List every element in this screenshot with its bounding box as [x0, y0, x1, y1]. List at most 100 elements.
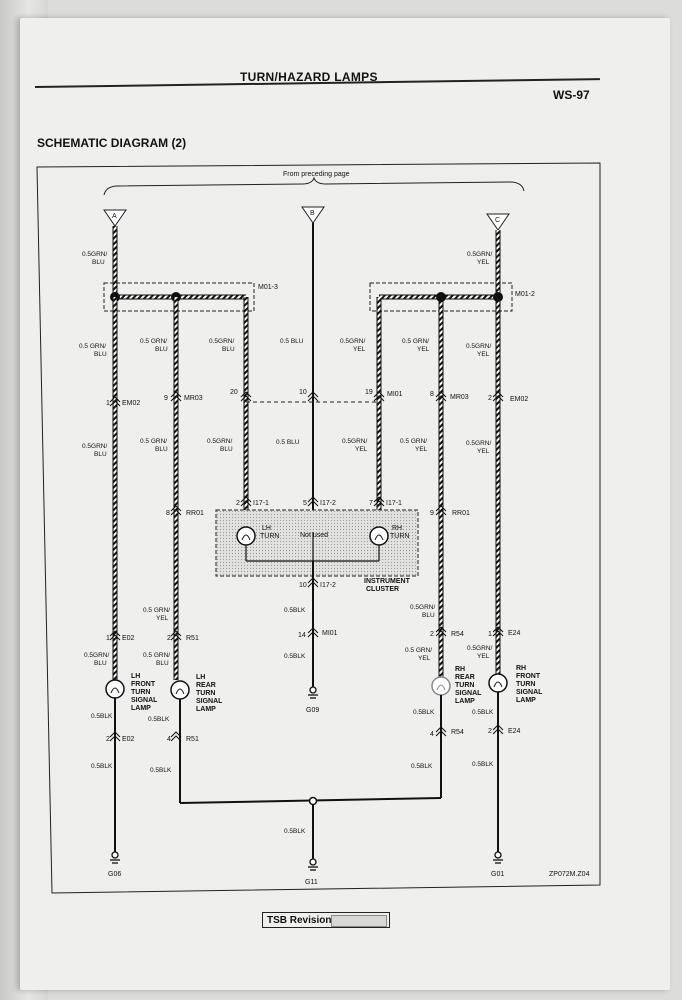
wire-color-label: YEL	[156, 615, 169, 622]
connector-b-label: B	[310, 210, 315, 217]
rh-turn-label: TURN	[390, 533, 409, 540]
lh-front-turn-lamp	[105, 679, 125, 699]
pin-number: 10	[299, 389, 307, 396]
wire-color-label: BLU	[94, 351, 107, 358]
wire-color-label: 0.5BLK	[284, 607, 306, 614]
tsb-revision-field	[331, 915, 387, 927]
connector-id: RR01	[186, 510, 204, 517]
pin-number: 2	[236, 500, 240, 507]
pin-number: 14	[298, 632, 306, 639]
wire-color-label: 0.5BLK	[91, 763, 113, 770]
rh-front-lamp-label: SIGNAL	[516, 689, 543, 696]
ground-splice-node	[308, 796, 318, 806]
page-header-title: TURN/HAZARD LAMPS	[240, 70, 378, 84]
lh-rear-lamp-label: LH	[196, 674, 205, 681]
wire-color-label: 0.5GRN/	[467, 251, 492, 258]
pin-number: 8	[166, 510, 170, 517]
wire-color-label: 0.5BLK	[148, 716, 170, 723]
manual-page	[20, 18, 670, 990]
splice-m01-3-box	[103, 282, 255, 312]
rh-rear-lamp-label: RH	[455, 666, 465, 673]
wire-color-label: YEL	[417, 346, 430, 353]
connector-id: R51	[186, 736, 199, 743]
rh-turn-label: RH	[392, 525, 402, 532]
rh-rear-lamp-label: LAMP	[455, 698, 475, 705]
rh-front-lamp-label: LAMP	[516, 697, 536, 704]
pin-number: 4	[167, 736, 171, 743]
preceding-page-brace	[103, 176, 525, 196]
wire-color-label: 0.5BLK	[150, 767, 172, 774]
ground-label: G09	[306, 707, 319, 714]
rh-rear-lamp-label: SIGNAL	[455, 690, 482, 697]
ground-label: G06	[108, 871, 121, 878]
pin-number: 8	[430, 391, 434, 398]
rh-turn-indicator-lamp	[369, 526, 389, 546]
lh-front-lamp-label: FRONT	[131, 681, 156, 688]
connector-b	[301, 206, 325, 224]
connector-id: R54	[451, 631, 464, 638]
wire-color-label: YEL	[477, 448, 490, 455]
wire-color-label: 0.5BLK	[472, 709, 494, 716]
pin-number: 1	[106, 635, 110, 642]
lh-rear-lamp-label: SIGNAL	[196, 698, 223, 705]
wire-color-label: BLU	[92, 259, 105, 266]
wire-color-label: 0.5GRN/	[82, 251, 107, 258]
rh-front-turn-lamp	[488, 673, 508, 693]
wire-color-label: YEL	[477, 259, 490, 266]
ground-label: G01	[491, 871, 504, 878]
pin-number: 2	[488, 395, 492, 402]
wire-color-label: 0.5 GRN/	[143, 607, 170, 614]
wire-color-label: 0.5 BLU	[280, 338, 304, 345]
page-number: WS-97	[553, 88, 590, 102]
wire-color-label: 0.5 GRN/	[140, 438, 167, 445]
lh-turn-label: TURN	[260, 533, 279, 540]
rh-front-lamp-label: FRONT	[516, 673, 541, 680]
connector-a-label: A	[112, 213, 117, 220]
pin-number: 2	[488, 728, 492, 735]
connector-id: I17-2	[320, 500, 336, 507]
rh-front-lamp-label: TURN	[516, 681, 535, 688]
connector-id: EM02	[510, 396, 528, 403]
tsb-revision-label: TSB Revision :	[267, 915, 338, 926]
pin-number: 2	[106, 736, 110, 743]
lh-turn-indicator-lamp	[236, 526, 256, 546]
wire-color-label: 0.5BLK	[284, 828, 306, 835]
pin-number: 2	[167, 635, 171, 642]
lh-front-lamp-label: LH	[131, 673, 140, 680]
pin-number: 10	[299, 582, 307, 589]
splice-m01-3-label: M01-3	[258, 284, 278, 291]
wire-color-label: 0.5 GRN/	[405, 647, 432, 654]
wire-color-label: 0.5BLK	[284, 653, 306, 660]
connector-id: R54	[451, 729, 464, 736]
connector-id: R51	[186, 635, 199, 642]
wire-color-label: BLU	[155, 446, 168, 453]
diagram-frame	[36, 162, 601, 894]
connector-id: I17-2	[320, 582, 336, 589]
pin-number: 1	[488, 631, 492, 638]
lh-rear-lamp-label: LAMP	[196, 706, 216, 713]
wire-color-label: BLU	[94, 660, 107, 667]
wire-color-label: 0.5GRN/	[466, 440, 491, 447]
wire-color-label: 0.5GRN/	[82, 443, 107, 450]
lh-rear-turn-lamp	[170, 680, 190, 700]
splice-node	[493, 292, 503, 302]
wire-color-label: 0.5GRN/	[84, 652, 109, 659]
connector-c	[486, 213, 510, 231]
connector-id: E24	[508, 728, 521, 735]
wire-color-label: 0.5GRN/	[342, 438, 367, 445]
pin-number: 4	[430, 731, 434, 738]
wire-color-label: 0.5GRN/	[466, 343, 491, 350]
wire-color-label: 0.5BLK	[413, 709, 435, 716]
wire-color-label: YEL	[418, 655, 431, 662]
connector-id: MR03	[450, 394, 469, 401]
wire-color-label: YEL	[355, 446, 368, 453]
rh-front-lamp-label: RH	[516, 665, 526, 672]
connector-id: MI01	[387, 391, 403, 398]
wire-color-label: 0.5 GRN/	[140, 338, 167, 345]
connector-id: RR01	[452, 510, 470, 517]
lh-front-lamp-label: SIGNAL	[131, 697, 158, 704]
wire-color-label: 0.5GRN/	[209, 338, 234, 345]
wire-color-label: YEL	[477, 351, 490, 358]
wire-color-label: 0.5 GRN/	[400, 438, 427, 445]
